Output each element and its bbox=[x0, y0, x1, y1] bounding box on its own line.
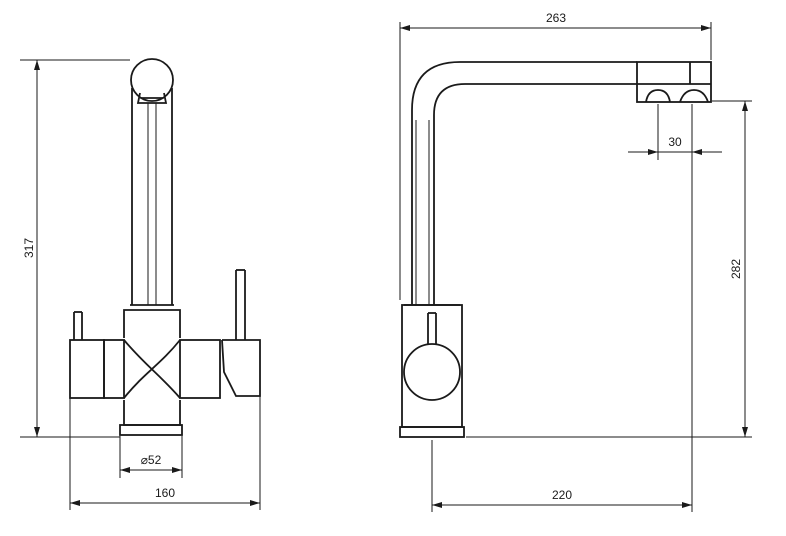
dimension-diameter-label: ⌀52 bbox=[141, 453, 162, 467]
dimension-width-label: 160 bbox=[155, 486, 175, 500]
dimension-reach-to-outlet-label: 220 bbox=[552, 488, 572, 502]
front-view-faucet bbox=[69, 58, 261, 436]
dimension-height-label: 317 bbox=[22, 238, 36, 258]
front-view-dimensions: 317 ⌀52 160 bbox=[20, 59, 261, 510]
dimension-spout-height-label: 282 bbox=[729, 259, 743, 279]
dimension-reach-total-label: 263 bbox=[546, 11, 566, 25]
dimension-outlet-spacing-label: 30 bbox=[668, 135, 682, 149]
side-view-faucet bbox=[399, 61, 712, 438]
side-view-dimensions: 263 30 282 220 bbox=[399, 11, 752, 512]
